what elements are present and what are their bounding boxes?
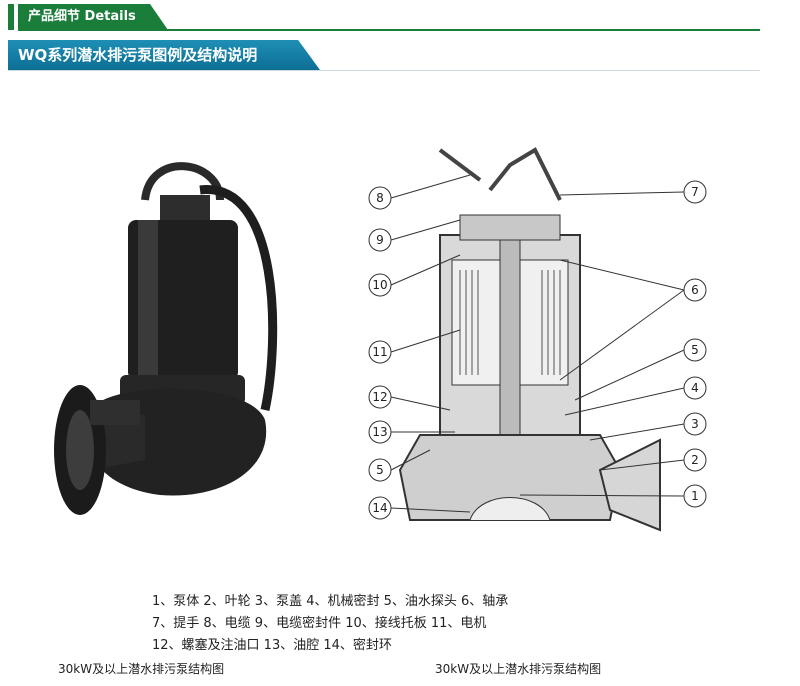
callout-13: 13 xyxy=(372,425,387,439)
banner-divider xyxy=(8,70,760,71)
callout-5-left: 5 xyxy=(376,463,384,477)
banner-background xyxy=(8,40,320,70)
banner-title: WQ系列潜水排污泵图例及结构说明 xyxy=(18,46,258,64)
callout-6: 6 xyxy=(691,283,699,297)
callout-5-right: 5 xyxy=(691,343,699,357)
caption-left: 30kW及以上潜水排污泵结构图 xyxy=(58,662,225,676)
pump-photo xyxy=(54,162,278,515)
section-banner: WQ系列潜水排污泵图例及结构说明 xyxy=(8,40,320,70)
callout-11: 11 xyxy=(372,345,387,359)
callout-10: 10 xyxy=(372,278,387,292)
callout-14: 14 xyxy=(372,501,387,515)
legend-line-2: 7、提手 8、电缆 9、电缆密封件 10、接线托板 11、电机 xyxy=(152,616,487,631)
header-divider xyxy=(18,29,760,31)
legend-line-3: 12、螺塞及注油口 13、油腔 14、密封环 xyxy=(152,638,392,653)
callout-9: 9 xyxy=(376,233,384,247)
callout-7: 7 xyxy=(691,185,699,199)
cross-section-diagram: 8 9 10 11 12 13 5 14 7 6 5 4 3 2 1 xyxy=(368,147,707,532)
caption-right: 30kW及以上潜水排污泵结构图 xyxy=(435,662,602,676)
details-tab[interactable]: 产品细节 Details xyxy=(18,4,168,30)
legend-line-1: 1、泵体 2、叶轮 3、泵盖 4、机械密封 5、油水探头 6、轴承 xyxy=(152,594,509,609)
callout-12: 12 xyxy=(372,390,387,404)
callout-2: 2 xyxy=(691,453,699,467)
callout-1: 1 xyxy=(691,489,699,503)
header-accent-bar xyxy=(8,4,14,30)
callout-4: 4 xyxy=(691,381,699,395)
callout-8: 8 xyxy=(376,191,384,205)
callout-3: 3 xyxy=(691,417,699,431)
